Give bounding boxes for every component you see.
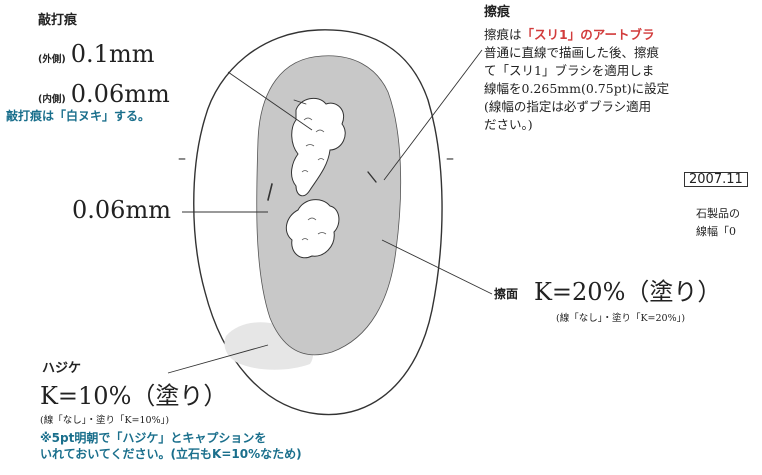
impact-inner-value: 0.06mm	[70, 80, 170, 108]
scratch-line1-red: 「スリ1」のアートブラ	[521, 27, 655, 42]
scratch-line4: 線幅を0.265mm(0.75pt)に設定	[484, 81, 670, 96]
left-dash-marker: –	[178, 148, 186, 167]
scratch-note-line1: 石製品の	[696, 207, 740, 220]
left-width-value: 0.06mm	[72, 196, 171, 224]
scratch-line3: て「スリ1」ブラシを適用しま	[484, 63, 655, 78]
right-dash-marker: –	[446, 148, 454, 167]
scratch-line6: ださい。)	[484, 117, 533, 132]
impact-marks	[285, 97, 346, 259]
impact-title: 敲打痕	[38, 13, 78, 28]
impact-inner: (内側) 0.06mm	[38, 82, 170, 106]
scratch-marks	[267, 99, 377, 201]
hajike-note-line2: いれておいてください。(立石もK=10%なため)	[40, 447, 302, 461]
scratch-date: 2007.11	[684, 172, 748, 187]
surface-label: 擦面	[494, 287, 519, 301]
impact-inner-prefix: (内側)	[38, 94, 66, 105]
surface-value: K=20%（塗り）	[534, 278, 722, 306]
impact-outer: (外側) 0.1mm	[38, 42, 154, 66]
surface-sub: (線「なし」・塗り「K=20%」)	[556, 313, 686, 324]
impact-outer-value: 0.1mm	[70, 40, 155, 68]
scratch-line2: 普通に直線で描画した後、擦痕	[484, 45, 660, 60]
hajike-note-line1: ※5pt明朝で「ハジケ」とキャプションを	[40, 431, 267, 445]
impact-note: 敲打痕は「白ヌキ」する。	[6, 109, 151, 123]
leader-lines	[167, 49, 493, 374]
hajike-sub: (線「なし」・塗り「K=10%」)	[40, 415, 170, 426]
scratch-note-line2: 線幅「0	[696, 225, 736, 238]
impact-outer-prefix: (外側)	[38, 54, 66, 65]
hajike-value: K=10%（塗り）	[40, 382, 228, 410]
scratch-line1-a: 擦痕は	[484, 27, 522, 42]
scratch-line5: (線幅の指定は必ずブラシ適用	[484, 99, 652, 114]
scratch-line1: 擦痕は「スリ1」のアートブラ	[484, 26, 654, 44]
hajike-title: ハジケ	[42, 361, 82, 376]
scratch-title: 擦痕	[484, 5, 511, 20]
